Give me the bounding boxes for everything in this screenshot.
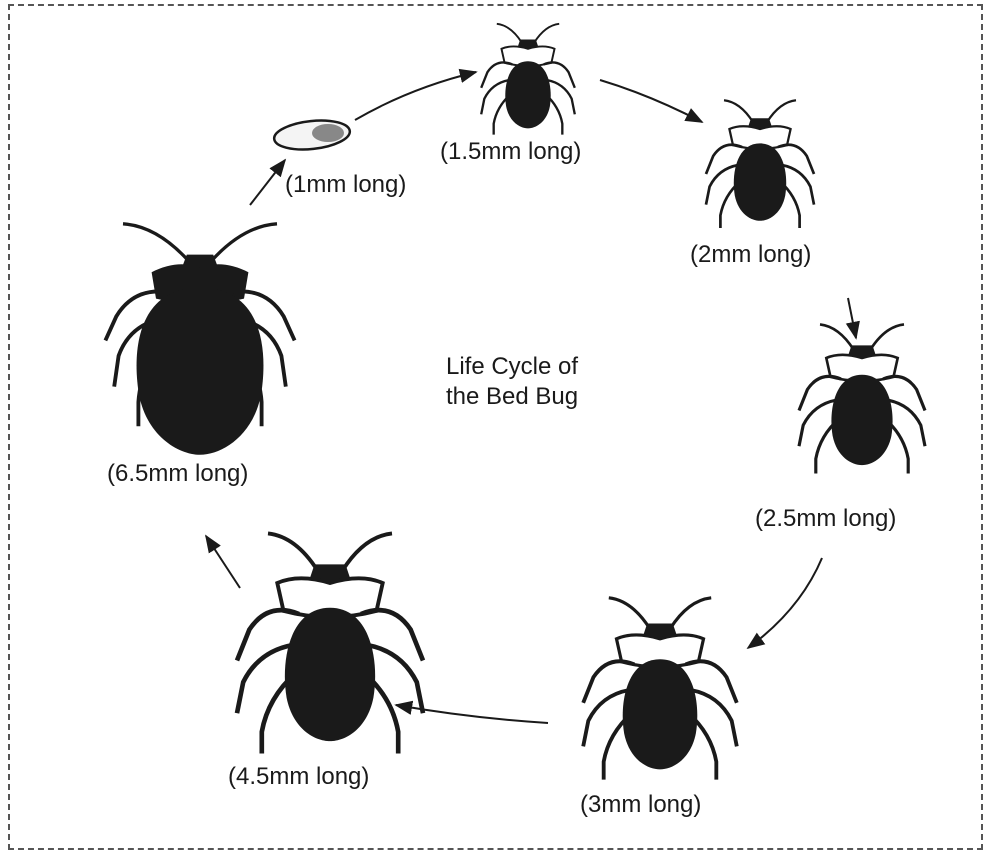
- arrow-1-5mm-to-2mm: [600, 80, 702, 122]
- arrow-4-5mm-to-6-5mm: [206, 536, 240, 588]
- nymph-2mm-icon: [706, 100, 814, 228]
- arrow-2-5mm-to-3mm: [748, 558, 822, 648]
- nymph-2-5mm-icon: [799, 324, 925, 473]
- arrow-6-5mm-to-egg: [250, 160, 285, 205]
- stage-label-2mm: (2mm long): [690, 243, 811, 267]
- nymph-3mm-icon: [583, 598, 737, 780]
- nymph-4-5mm-icon: [237, 533, 423, 753]
- arrow-2mm-to-2-5mm: [848, 298, 856, 338]
- arrow-3mm-to-4-5mm: [396, 705, 548, 723]
- stage-label-2-5mm: (2.5mm long): [755, 507, 896, 531]
- arrow-egg-to-1-5mm: [355, 72, 476, 120]
- stage-label-1mm: (1mm long): [285, 173, 406, 197]
- egg-icon: [273, 117, 352, 153]
- title-line-2: the Bed Bug: [412, 382, 612, 412]
- nymph-1-5mm-icon: [481, 24, 575, 135]
- stage-label-4-5mm: (4.5mm long): [228, 765, 369, 789]
- stage-label-1-5mm: (1.5mm long): [440, 140, 581, 164]
- adult-6-5mm-icon: [105, 224, 294, 455]
- diagram-title: Life Cycle of the Bed Bug: [412, 352, 612, 412]
- stage-label-6-5mm: (6.5mm long): [107, 462, 248, 486]
- title-line-1: Life Cycle of: [412, 352, 612, 382]
- stage-label-3mm: (3mm long): [580, 793, 701, 817]
